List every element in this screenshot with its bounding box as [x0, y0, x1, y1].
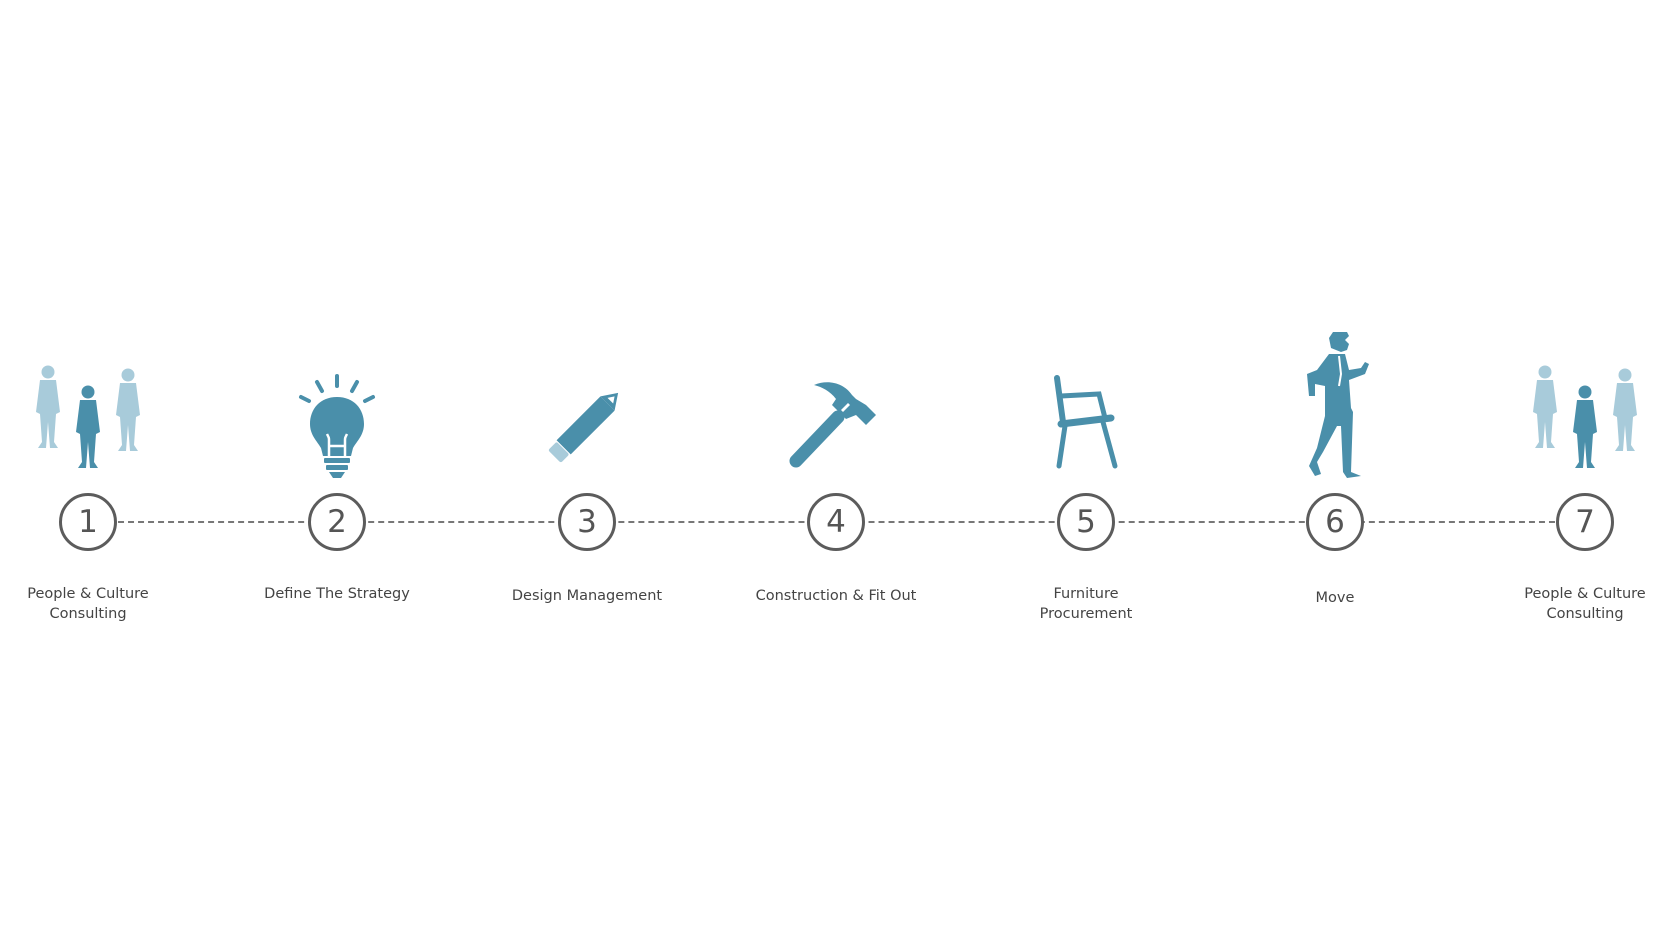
step-label: Construction & Fit Out — [755, 588, 917, 604]
step-number-circle: 3 — [558, 493, 616, 551]
step-number-circle: 1 — [59, 493, 117, 551]
people-icon — [1533, 365, 1637, 468]
step-label: Furniture Procurement — [1039, 586, 1133, 622]
lightbulb-icon — [299, 374, 375, 478]
people-icon — [36, 365, 140, 468]
step-number-circle: 2 — [308, 493, 366, 551]
step-label: People & Culture Consulting — [27, 586, 149, 622]
step-number-circle: 6 — [1306, 493, 1364, 551]
step-number-circle: 7 — [1556, 493, 1614, 551]
step-label: Move — [1315, 590, 1355, 606]
step-number-circle: 5 — [1057, 493, 1115, 551]
step-label: People & Culture Consulting — [1524, 586, 1646, 622]
step-number-circle: 4 — [807, 493, 865, 551]
walking-man-icon — [1307, 332, 1369, 478]
chair-icon — [1054, 375, 1118, 469]
hammer-icon — [789, 382, 876, 468]
step-label: Define The Strategy — [264, 586, 410, 602]
pencil-icon — [548, 392, 619, 463]
step-label: Design Management — [511, 588, 663, 604]
